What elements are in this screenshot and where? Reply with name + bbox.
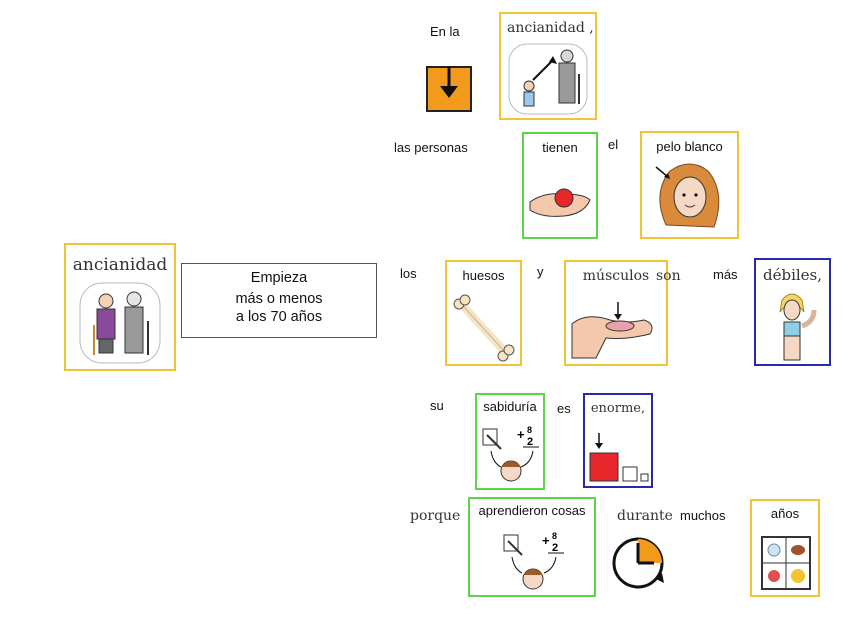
svg-text:2: 2 — [552, 542, 558, 554]
word-porque: porque — [410, 508, 461, 524]
word-son: son — [656, 268, 681, 284]
card-ancianidad: ancianidad , — [499, 12, 597, 120]
card-anos-label: años — [770, 506, 800, 521]
word-los: los — [400, 266, 417, 281]
svg-text:+: + — [517, 427, 525, 442]
svg-text:8: 8 — [527, 425, 532, 435]
svg-text:2: 2 — [527, 436, 533, 448]
aging-icon — [508, 43, 588, 115]
card-tienen-label: tienen — [542, 140, 578, 155]
word-mas: más — [713, 267, 738, 282]
card-pelo-blanco-label: pelo blanco — [656, 139, 723, 154]
clock-icon — [610, 533, 668, 591]
card-aprendieron-cosas-label: aprendieron cosas — [478, 503, 586, 518]
bone-icon — [453, 294, 515, 362]
word-muchos: muchos — [680, 508, 726, 523]
card-ancianidad-left: ancianidad — [64, 243, 176, 371]
textbox-line-3: a los 70 años — [235, 309, 323, 325]
hand-holding-icon — [529, 188, 591, 217]
card-ancianidad-label: ancianidad , — [507, 20, 594, 36]
word-en-la: En la — [430, 24, 460, 39]
learning-icon: + 8 2 — [503, 531, 564, 590]
card-aprendieron-cosas: aprendieron cosas + 8 2 — [468, 497, 596, 597]
word-su: su — [430, 398, 444, 413]
textbox-line-2: más o menos — [235, 291, 323, 307]
card-tienen: tienen — [522, 132, 598, 239]
card-huesos-label: huesos — [462, 268, 505, 283]
card-huesos: huesos — [445, 260, 522, 366]
word-durante: durante — [617, 508, 673, 524]
card-ancianidad-left-label: ancianidad — [72, 255, 168, 275]
inside-box-icon — [426, 64, 472, 112]
card-enorme: enorme, — [583, 393, 653, 488]
muscle-arm-icon — [571, 302, 653, 359]
age-textbox: Empieza más o menos a los 70 años — [181, 263, 377, 338]
card-enorme-label: enorme, — [590, 401, 646, 416]
word-es: es — [557, 401, 571, 416]
card-pelo-blanco: pelo blanco — [640, 131, 739, 239]
svg-text:8: 8 — [552, 531, 557, 541]
word-las-personas: las personas — [394, 140, 468, 155]
word-y: y — [537, 264, 544, 279]
card-musculos: músculos — [564, 260, 668, 366]
textbox-line-1: Empieza — [250, 270, 308, 286]
card-sabiduria-label: sabiduría — [483, 399, 537, 414]
elderly-couple-icon — [79, 282, 161, 364]
big-square-icon — [589, 433, 649, 482]
calendar-seasons-icon — [761, 536, 811, 590]
card-anos: años — [750, 499, 820, 597]
card-musculos-label: músculos — [582, 268, 650, 284]
card-debiles: débiles, — [754, 258, 831, 366]
card-sabiduria: sabiduría + 8 2 — [475, 393, 545, 490]
word-el: el — [608, 137, 619, 152]
card-debiles-label: débiles, — [762, 266, 823, 284]
weak-person-icon — [779, 293, 817, 361]
hair-face-icon — [655, 163, 720, 228]
svg-text:+: + — [542, 533, 550, 548]
learning-icon: + 8 2 — [482, 425, 539, 482]
